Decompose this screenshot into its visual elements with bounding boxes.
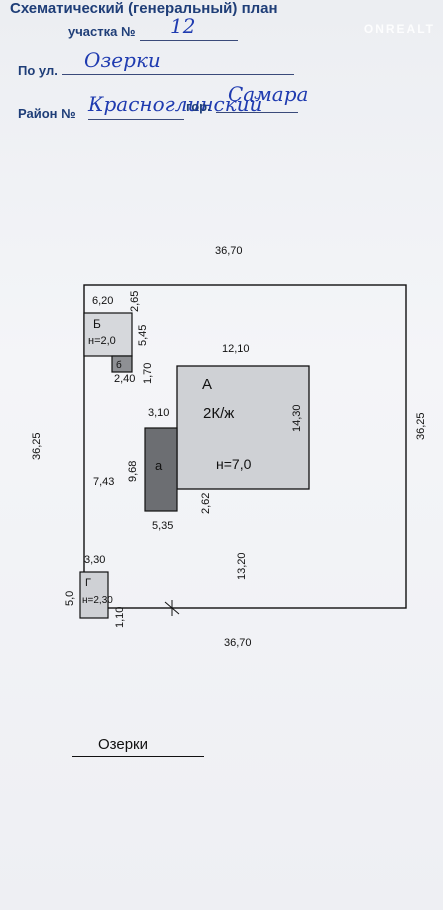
building-b-small-gap: 1,70: [142, 363, 154, 384]
city-label: гор.: [186, 99, 211, 114]
house-a-letter: А: [202, 376, 212, 393]
house-a-offset-left: 3,10: [148, 407, 169, 419]
building-b-small: [111, 355, 133, 373]
building-b-letter: Б: [93, 317, 101, 331]
caption-underline: [72, 756, 204, 757]
bottom-gap-dimension: 13,20: [236, 552, 248, 580]
building-b-width: 6,20: [92, 295, 113, 307]
district-underline: [88, 119, 184, 120]
plot-right-dimension: 36,25: [415, 412, 427, 440]
plot-bottom-dimension: 36,70: [224, 637, 252, 649]
left-gap-dimension: 7,43: [93, 476, 114, 488]
annex-a-depth: 9,68: [127, 461, 139, 482]
street-label: По ул.: [18, 63, 58, 78]
building-g-offset: 1,10: [114, 607, 126, 628]
plot-label: участка №: [68, 24, 136, 39]
plot-left-dimension: 36,25: [31, 432, 43, 460]
annex-a: [144, 427, 178, 512]
building-b-offset: 2,65: [129, 291, 141, 312]
building-b-small-width: 2,40: [114, 373, 135, 385]
annex-a-gap: 2,62: [200, 493, 212, 514]
building-g-height: н=2,30: [82, 595, 113, 606]
building-g-width: 3,30: [84, 554, 105, 566]
house-a-rooms: 2К/ж: [203, 405, 234, 422]
street-value: Озерки: [84, 48, 161, 72]
building-b-height: н=2,0: [88, 335, 116, 347]
district-label: Район №: [18, 106, 76, 121]
document-title: Схематический (генеральный) план: [10, 0, 278, 17]
building-g-depth: 5,0: [64, 591, 76, 606]
house-a: [176, 365, 310, 490]
building-b-depth: 5,45: [137, 325, 149, 346]
plot-number-underline: [140, 40, 238, 41]
house-a-width: 12,10: [222, 343, 250, 355]
plot-top-dimension: 36,70: [215, 245, 243, 257]
plot-boundary: [83, 284, 407, 609]
city-value: Самара: [228, 82, 309, 106]
annex-a-letter: а: [155, 458, 163, 473]
building-b-small-letter: б: [116, 359, 122, 371]
plan-caption: Озерки: [98, 736, 149, 753]
watermark: ONREALT: [363, 22, 435, 36]
house-a-depth: 14,30: [291, 404, 303, 432]
annex-a-width: 5,35: [152, 520, 173, 532]
building-b: [83, 312, 133, 357]
city-underline: [216, 112, 298, 113]
plot-number: 12: [170, 14, 196, 38]
building-g-letter: Г: [85, 577, 91, 589]
building-g: [79, 571, 109, 619]
house-a-height: н=7,0: [216, 456, 252, 472]
street-underline: [62, 74, 294, 75]
